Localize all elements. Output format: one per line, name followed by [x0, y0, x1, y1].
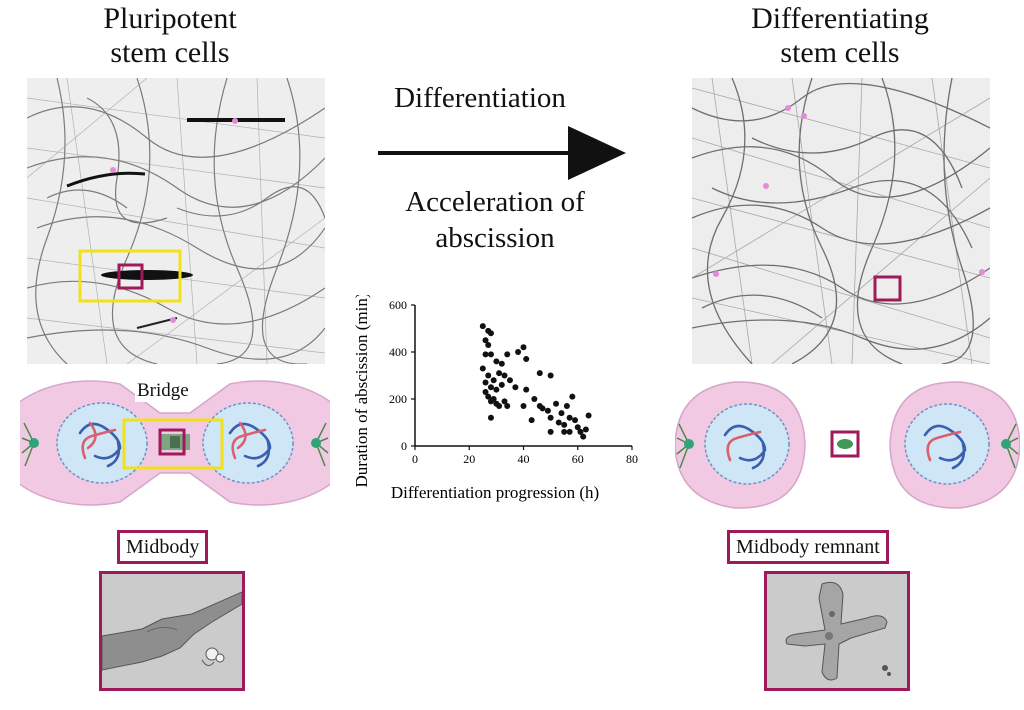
chart-point	[574, 424, 581, 431]
chart-point	[493, 358, 500, 365]
differentiation-label: Differentiation	[394, 82, 566, 114]
chart-point	[487, 414, 494, 421]
bridge-label: Bridge	[135, 380, 191, 402]
chart-y-tick-label: 0	[401, 439, 407, 453]
chart-point	[531, 396, 538, 402]
chart-point	[485, 372, 492, 379]
chart-point	[582, 426, 589, 433]
remnant-box	[830, 430, 860, 458]
chart-point	[504, 351, 511, 358]
chart-point	[506, 377, 513, 384]
separated-cells-schematic	[675, 381, 1020, 509]
chart-x-tick-label: 40	[518, 452, 530, 466]
right-title: Differentiating stem cells	[751, 2, 929, 69]
chart-point	[561, 428, 568, 435]
midbody-box	[158, 428, 186, 456]
chart-point	[523, 386, 530, 393]
chart-point	[487, 384, 494, 391]
chart-point	[569, 393, 576, 400]
chart-point	[482, 379, 489, 386]
abscission-acceleration-label: Acceleration of abscission	[405, 186, 585, 254]
chart-point	[485, 393, 492, 400]
midbody-highlight-box	[117, 263, 144, 290]
left-title: Pluripotent stem cells	[103, 2, 237, 69]
dividing-cell-schematic	[20, 380, 330, 506]
midbody-em-image	[99, 571, 245, 691]
chart-point	[501, 372, 508, 379]
chart-point	[547, 428, 554, 435]
chart-x-tick-label: 20	[463, 452, 475, 466]
chart-point	[482, 351, 489, 358]
chart-x-axis-label: Differentiation progression (h)	[391, 483, 599, 502]
midbody-remnant-label: Midbody remnant	[727, 530, 889, 564]
chart-point	[572, 417, 579, 424]
chart-point	[520, 344, 527, 351]
chart-point	[520, 403, 527, 410]
chart-point	[496, 370, 503, 377]
chart-point	[563, 403, 570, 410]
chart-y-tick-label: 400	[389, 345, 407, 359]
chart-point	[561, 421, 568, 428]
chart-point	[490, 377, 497, 384]
chart-point	[487, 330, 494, 337]
chart-point	[490, 396, 497, 402]
chart-point	[553, 400, 560, 407]
chart-point	[585, 412, 592, 419]
remnant-highlight-box	[873, 275, 902, 302]
chart-point	[577, 428, 584, 435]
chart-y-tick-label: 200	[389, 392, 407, 406]
chart-point	[496, 403, 503, 410]
chart-point	[512, 384, 519, 391]
pluripotent-microscopy-image	[27, 78, 325, 364]
midbody-label: Midbody	[117, 530, 209, 564]
chart-x-tick-label: 0	[412, 452, 418, 466]
chart-point	[566, 414, 573, 421]
chart-point	[504, 403, 511, 410]
chart-point	[493, 386, 500, 393]
chart-point	[547, 414, 554, 421]
chart-point	[482, 388, 489, 395]
differentiating-microscopy-image	[692, 78, 990, 364]
differentiation-arrow	[378, 126, 626, 180]
chart-point	[544, 407, 551, 414]
chart-point	[580, 433, 587, 440]
chart-point	[528, 417, 535, 424]
chart-y-tick-label: 600	[389, 298, 407, 312]
chart-x-tick-label: 80	[626, 452, 638, 466]
abscission-scatter-chart: 0 20 40 60 80 0 200 400 600 Differentiation prog…	[352, 295, 638, 502]
bridge-highlight-box	[78, 249, 182, 303]
chart-point	[539, 405, 546, 412]
chart-point	[479, 365, 486, 372]
chart-point	[482, 337, 489, 344]
chart-point	[515, 349, 522, 355]
chart-x-tick-label: 60	[572, 452, 584, 466]
chart-point	[501, 398, 508, 405]
chart-point	[485, 341, 492, 348]
midbody-remnant-em-image	[764, 571, 910, 691]
chart-point	[547, 372, 554, 379]
chart-point	[566, 428, 573, 435]
chart-point	[523, 356, 530, 363]
chart-point	[498, 381, 505, 388]
chart-point	[558, 410, 565, 417]
chart-point	[498, 360, 505, 367]
bridge-box	[122, 418, 224, 470]
chart-point	[487, 351, 494, 358]
chart-y-axis-label: Duration of abscission (min)	[352, 295, 371, 488]
chart-point	[479, 323, 486, 330]
chart-point	[555, 419, 562, 426]
chart-point	[536, 370, 543, 377]
